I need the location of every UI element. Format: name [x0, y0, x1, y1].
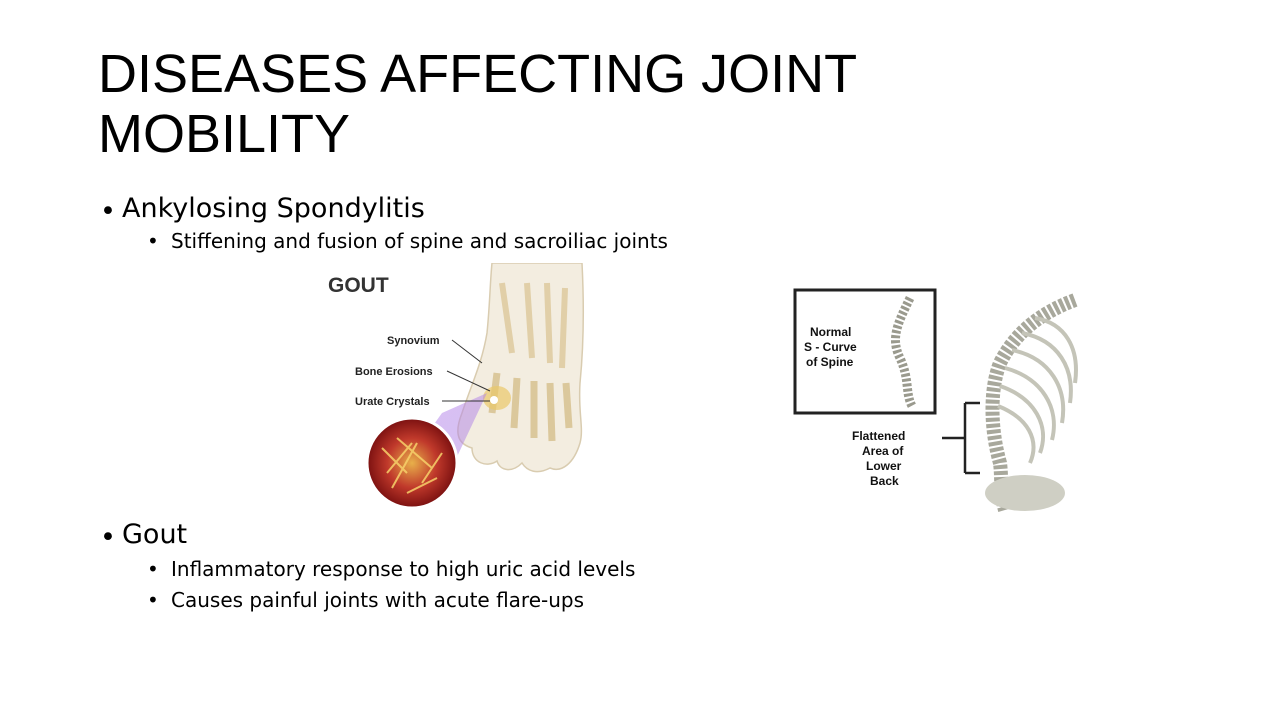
sub-bullet-stiffening: Stiffening and fusion of spine and sacro…: [171, 229, 668, 253]
bracket: [942, 401, 980, 475]
normal-spine-box: [793, 288, 937, 415]
gout-image-heading: GOUT: [328, 274, 389, 297]
side-label-line-4: Back: [870, 474, 899, 488]
box-label-line-2: S - Curve: [804, 340, 857, 354]
box-label-line-1: Normal: [810, 325, 851, 339]
side-label-line-1: Flattened: [852, 429, 905, 443]
foot-shape: [457, 263, 585, 473]
sub-bullet-painful-joints: Causes painful joints with acute flare-u…: [171, 588, 585, 612]
normal-spine-shape: [890, 296, 917, 409]
sub-bullet-dot: •: [147, 588, 159, 612]
slide-title: DISEASES AFFECTING JOINT MOBILITY: [98, 44, 857, 164]
side-label-line-2: Area of: [862, 444, 904, 458]
gout-foot-illustration: GOUT Synovium Bone Erosions Urate Crysta…: [328, 263, 585, 510]
sub-bullet-inflammatory: Inflammatory response to high uric acid …: [171, 557, 636, 581]
urate-crystal-closeup: [365, 416, 459, 510]
label-bone-erosions: Bone Erosions: [355, 366, 433, 378]
label-synovium: Synovium: [387, 335, 440, 347]
box-label-line-3: of Spine: [806, 355, 854, 369]
bullet-ankylosing-spondylitis: Ankylosing Spondylitis: [122, 193, 425, 224]
bullet-dot: •: [100, 522, 116, 553]
sub-bullet-dot: •: [147, 229, 159, 253]
bullet-gout: Gout: [122, 519, 188, 550]
flattened-spine-shape: [985, 293, 1078, 512]
spine-illustration: Normal S - Curve of Spine Flattened Area…: [793, 288, 1078, 512]
sub-bullet-dot: •: [147, 557, 159, 581]
bullet-dot: •: [100, 196, 116, 227]
label-urate-crystals: Urate Crystals: [355, 396, 430, 408]
side-label-line-3: Lower: [866, 459, 902, 473]
